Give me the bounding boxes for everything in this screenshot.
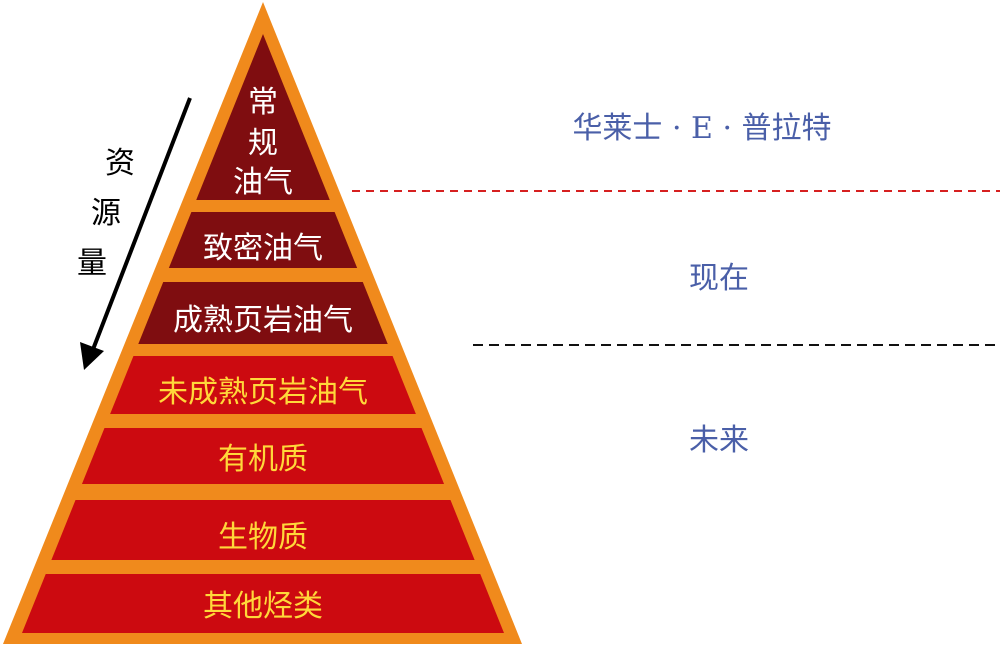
era-label-future: 未来 <box>689 423 749 458</box>
tier-label-mature-shale: 成熟页岩油气 <box>173 303 353 338</box>
tier-label-conventional-1: 常 <box>248 85 278 120</box>
axis-label-char-1: 资 <box>105 146 135 181</box>
era-label-present: 现在 <box>689 261 749 296</box>
tier-band-immature-shale <box>110 356 416 414</box>
tier-label-organic-matter: 有机质 <box>218 442 308 477</box>
tier-label-conventional-3: 油气 <box>233 165 293 200</box>
tier-label-conventional-2: 规 <box>248 126 278 161</box>
tier-label-immature-shale: 未成熟页岩油气 <box>158 375 368 410</box>
resource-amount-arrow <box>80 97 192 370</box>
tier-band-biomass <box>51 500 475 560</box>
axis-label-char-3: 量 <box>77 246 107 281</box>
axis-label-char-2: 源 <box>91 196 121 231</box>
tier-band-tight <box>168 212 358 268</box>
tier-label-tight: 致密油气 <box>203 231 323 266</box>
tier-label-other-hydrocarbons: 其他烃类 <box>203 589 323 624</box>
tier-band-mature-shale <box>138 282 388 344</box>
tier-band-other-hydrocarbons <box>22 574 504 633</box>
tier-band-organic-matter <box>81 428 445 484</box>
tier-band-conventional <box>196 34 330 200</box>
tier-label-biomass: 生物质 <box>218 520 308 555</box>
era-label-pratt: 华莱士 · E · 普拉特 <box>572 111 831 146</box>
